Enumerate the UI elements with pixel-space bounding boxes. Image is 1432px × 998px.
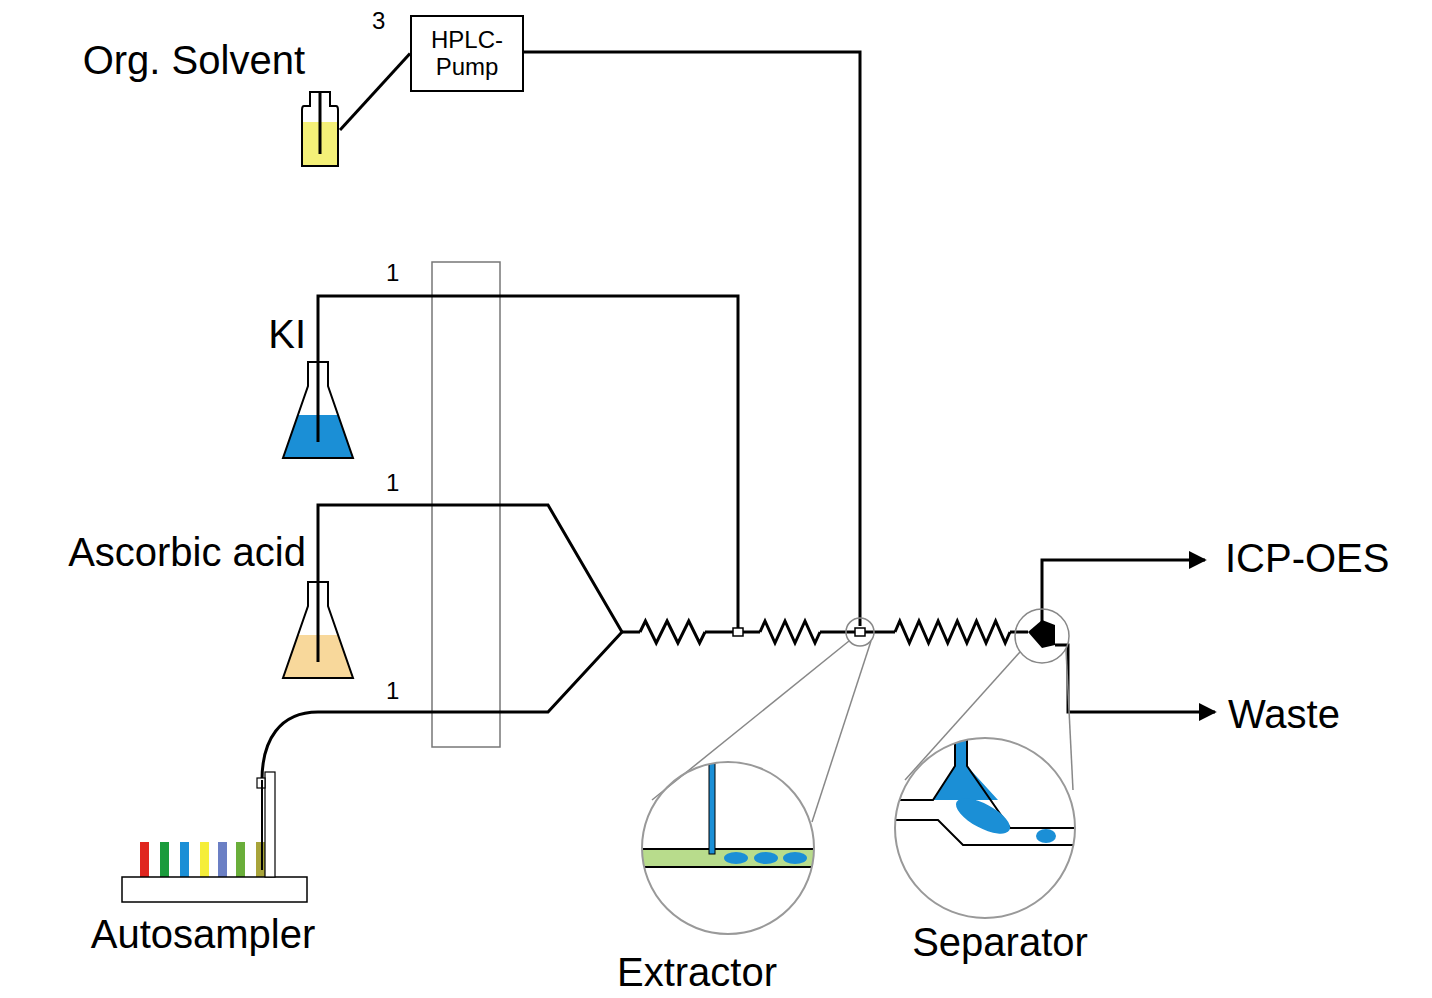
extractor-zoom: Extractor (640, 760, 816, 936)
aqueous-segment (724, 852, 748, 864)
tee-connector (855, 628, 865, 636)
zoom-marker (1015, 609, 1069, 663)
sample-probe (261, 780, 263, 870)
flow-rate-number: 1 (386, 260, 399, 286)
zoom-leader (812, 641, 871, 822)
part-name: Ascorbic acid (68, 530, 306, 574)
organic-stream (640, 849, 816, 867)
zoom-leader (1066, 650, 1073, 790)
organic-outlet (1042, 560, 1205, 622)
reaction-coils (640, 621, 1010, 643)
sample-tube-vial (140, 842, 149, 877)
bottle-outline (302, 92, 338, 166)
channel-wall (640, 866, 816, 868)
separator-zoom: Separator (893, 736, 1077, 920)
aqueous-drop (1036, 829, 1056, 843)
tee-connector (733, 628, 743, 636)
flow-rate-number: 1 (386, 678, 399, 704)
coil-symbol (895, 621, 1010, 643)
sample-tube-vial (180, 842, 189, 877)
outlet-label: ICP-OES (1225, 536, 1389, 580)
reagent-flask-shape (281, 360, 355, 460)
solvent-bottle-shape (300, 92, 340, 168)
ascorbic-tube (318, 505, 622, 632)
phase-separator-symbol (1028, 620, 1055, 648)
solvent-bottle: Org. Solvent (300, 92, 340, 168)
aqueous-inlet (709, 760, 715, 854)
sample-tube (262, 632, 622, 780)
dip-tube (317, 360, 320, 442)
reagent-flask: KI (281, 360, 355, 460)
channel-wall (640, 848, 816, 850)
part-name: Autosampler (91, 912, 316, 956)
flow-rate-number: 3 (372, 8, 385, 34)
pump-box: HPLC- Pump (410, 15, 524, 92)
part-name: Org. Solvent (83, 38, 305, 82)
autosampler-shape (120, 770, 310, 904)
zoom-marker (846, 618, 874, 646)
waste-outlet (1055, 645, 1215, 712)
sample-tube-vial (256, 842, 265, 877)
separator-zoom-shape (893, 736, 1077, 920)
aqueous-segment (783, 852, 807, 864)
coil-symbol (760, 621, 820, 643)
coil-symbol (640, 621, 705, 643)
solvent-tube (520, 52, 860, 626)
membrane-funnel (933, 736, 998, 800)
reagent-flask-shape (281, 580, 355, 680)
aqueous-drop (951, 791, 1015, 840)
part-name: KI (268, 312, 306, 356)
pump-label: HPLC- Pump (418, 27, 516, 80)
extractor-zoom-shape (640, 760, 816, 936)
tube-connector (340, 54, 410, 131)
zoom-content (893, 736, 1077, 845)
zoom-circle (642, 762, 814, 934)
zoom-circle (895, 738, 1075, 918)
zoom-content (640, 760, 816, 867)
outlet-label: Waste (1228, 692, 1340, 736)
dip-tube (319, 92, 322, 154)
part-name: Separator (912, 920, 1088, 964)
sample-tube-vial (160, 842, 169, 877)
part-name: Extractor (617, 950, 777, 994)
sample-tube-vial (236, 842, 245, 877)
aqueous-segment (754, 852, 778, 864)
sample-tube-vial (200, 842, 209, 877)
ki-tube (318, 296, 738, 628)
dip-tube (317, 580, 320, 662)
flow-rate-number: 1 (386, 470, 399, 496)
sampler-base (122, 877, 307, 902)
autosampler: Autosampler (120, 770, 310, 904)
reagent-flask: Ascorbic acid (281, 580, 355, 680)
probe-stand (265, 772, 275, 877)
sample-tube-vial (218, 842, 227, 877)
